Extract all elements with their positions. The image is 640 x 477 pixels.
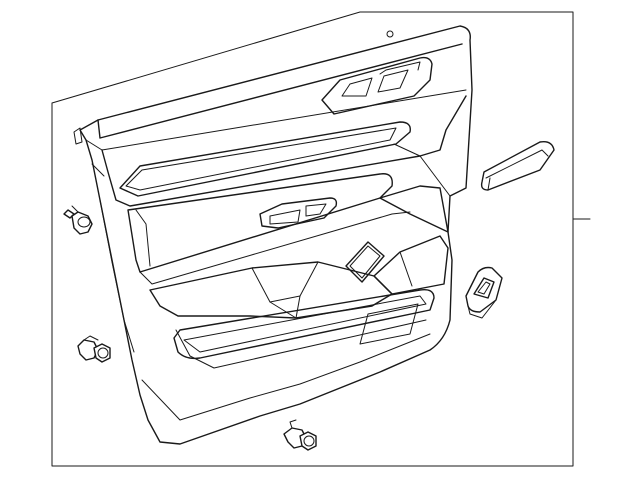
push-pin-clip-middle (77, 335, 111, 363)
door-trim-panel (73, 25, 473, 445)
courtesy-lamp (480, 140, 555, 191)
diagram-frame (51, 11, 591, 467)
push-pin-clip-lower (283, 419, 317, 451)
push-pin-clip-upper (63, 205, 93, 235)
armrest-switch-bezel (465, 266, 503, 319)
